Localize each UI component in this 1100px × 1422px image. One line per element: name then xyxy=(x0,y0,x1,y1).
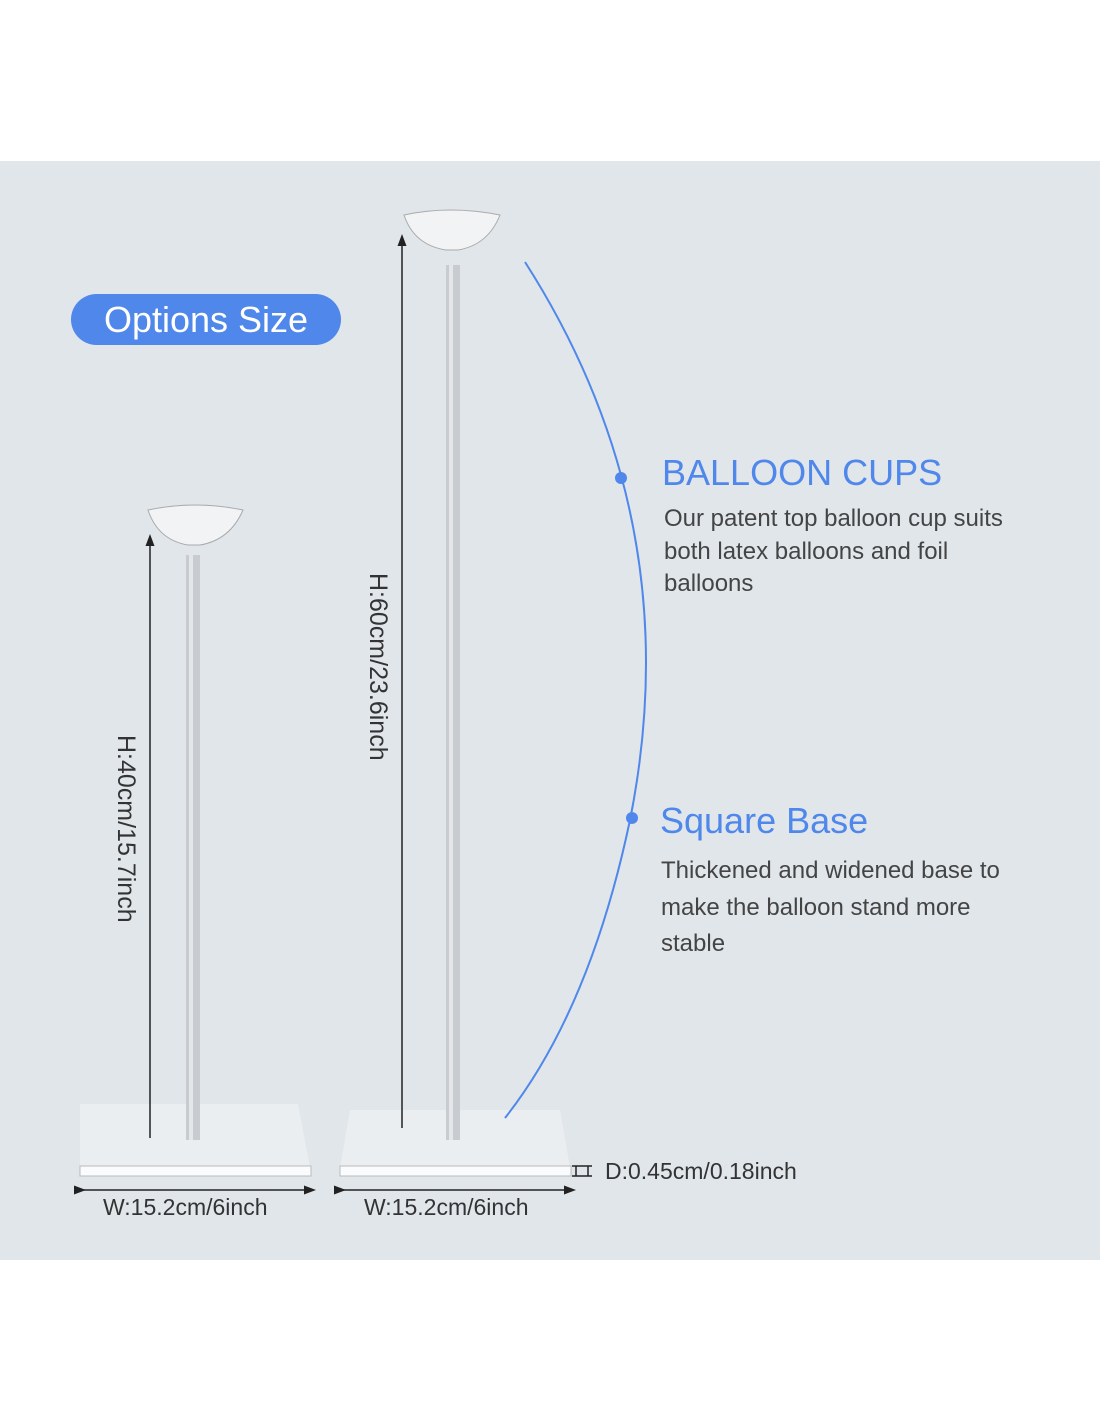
large-height-label: H:60cm/23.6inch xyxy=(364,573,392,761)
callout-arc xyxy=(504,261,647,1119)
depth-label: D:0.45cm/0.18inch xyxy=(605,1158,797,1184)
small-stand xyxy=(74,504,316,1195)
large-stand xyxy=(334,209,592,1195)
small-width-label: W:15.2cm/6inch xyxy=(103,1194,268,1220)
feature-title-base: Square Base xyxy=(660,800,869,841)
feature-text-base: Thickened and widened base to make the b… xyxy=(661,857,1000,957)
small-height-label: H:40cm/15.7inch xyxy=(112,735,140,923)
callout-dot-base xyxy=(626,812,638,824)
feature-title-cups: BALLOON CUPS xyxy=(662,452,943,493)
feature-text-cups: Our patent top balloon cup suits both la… xyxy=(664,505,1003,597)
large-width-label: W:15.2cm/6inch xyxy=(364,1194,529,1220)
callout-dot-cups xyxy=(615,472,627,484)
options-size-badge: Options Size xyxy=(71,294,341,345)
